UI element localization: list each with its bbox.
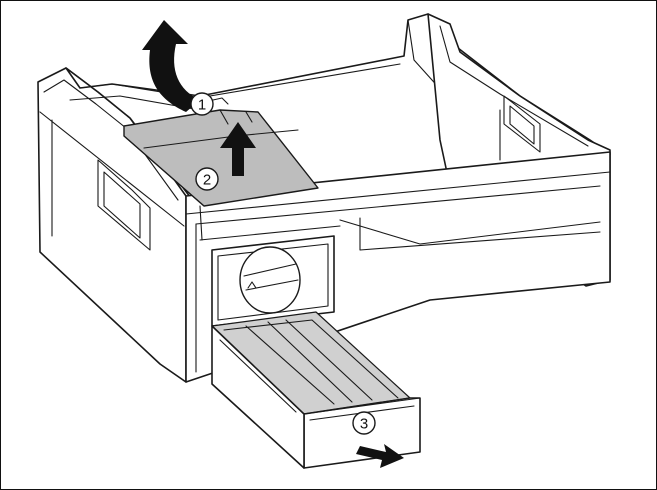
up-arrow-icon (220, 122, 256, 176)
adjustment-dial (239, 246, 301, 314)
pull-arrow-icon (356, 444, 404, 468)
filter-holder (211, 235, 335, 327)
step-number-1: 1 (198, 97, 206, 114)
filter-cover (123, 109, 319, 207)
step-callout-2: 2 (195, 167, 219, 191)
step-callout-1: 1 (190, 92, 214, 116)
step-number-2: 2 (203, 172, 211, 189)
step-callout-3: 3 (352, 411, 376, 435)
filter-tray (211, 311, 421, 469)
step-number-3: 3 (360, 416, 368, 433)
lift-arrow-icon (142, 20, 200, 112)
